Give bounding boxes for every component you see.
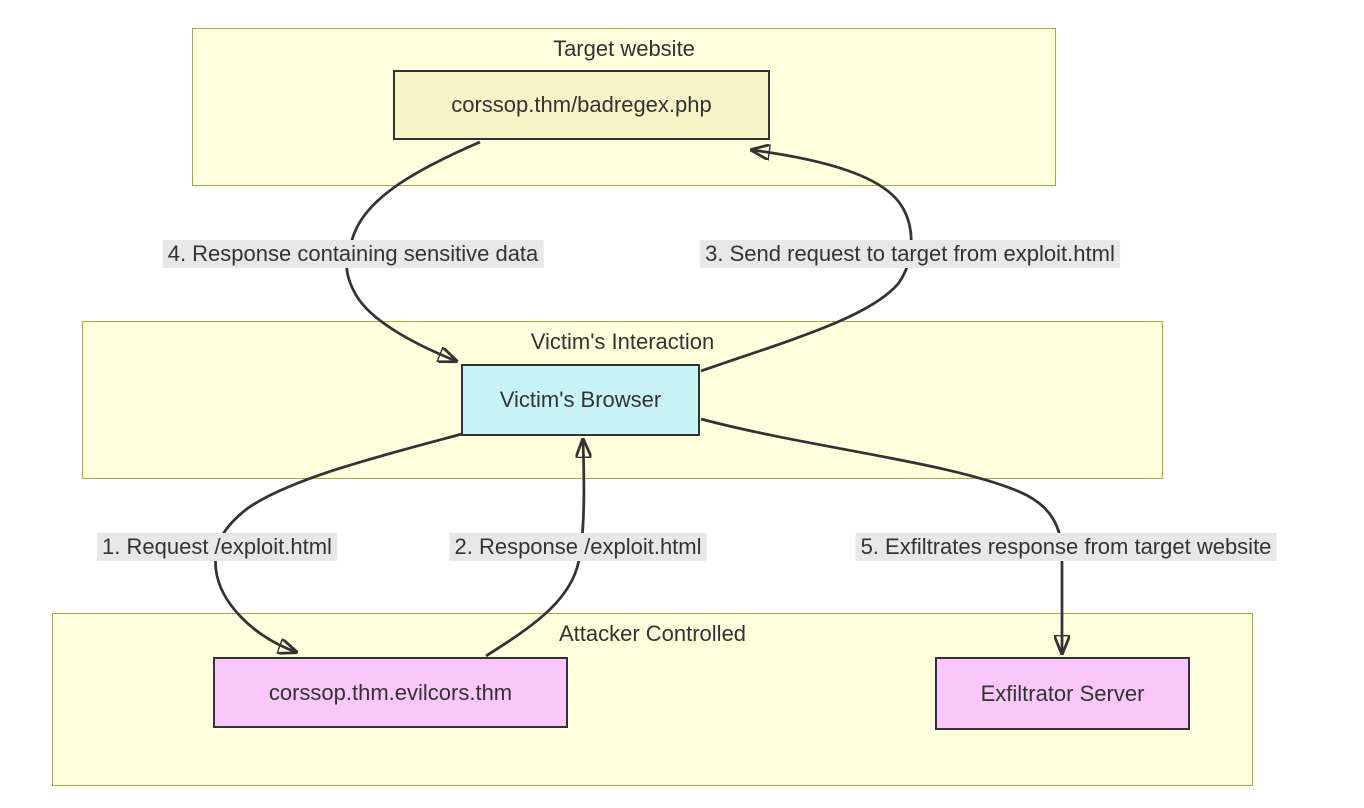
node-victims-browser: Victim's Browser	[461, 364, 700, 436]
node-exfiltrator-server-label: Exfiltrator Server	[980, 680, 1145, 706]
edge-label-5: 5. Exfiltrates response from target webs…	[855, 533, 1277, 561]
edge-label-2: 2. Response /exploit.html	[449, 533, 707, 561]
node-evilcors: corssop.thm.evilcors.thm	[213, 657, 568, 728]
node-exfiltrator-server: Exfiltrator Server	[935, 657, 1190, 730]
edge-1-request-exploit	[214, 432, 463, 652]
node-badregex-php: corssop.thm/badregex.php	[393, 70, 770, 140]
node-evilcors-label: corssop.thm.evilcors.thm	[268, 679, 513, 705]
edge-label-4: 4. Response containing sensitive data	[162, 240, 544, 268]
subgraph-victims-interaction-title: Victim's Interaction	[530, 329, 715, 354]
edge-5-exfiltrates-response	[700, 417, 1062, 653]
edge-label-3: 3. Send request to target from exploit.h…	[700, 240, 1120, 268]
edge-2-response-exploit	[485, 440, 584, 658]
subgraph-attacker-controlled-title: Attacker Controlled	[558, 621, 747, 646]
edge-label-1: 1. Request /exploit.html	[97, 533, 337, 561]
subgraph-target-website-title: Target website	[553, 36, 695, 61]
node-victims-browser-label: Victim's Browser	[499, 387, 662, 412]
node-badregex-php-label: corssop.thm/badregex.php	[451, 92, 712, 117]
